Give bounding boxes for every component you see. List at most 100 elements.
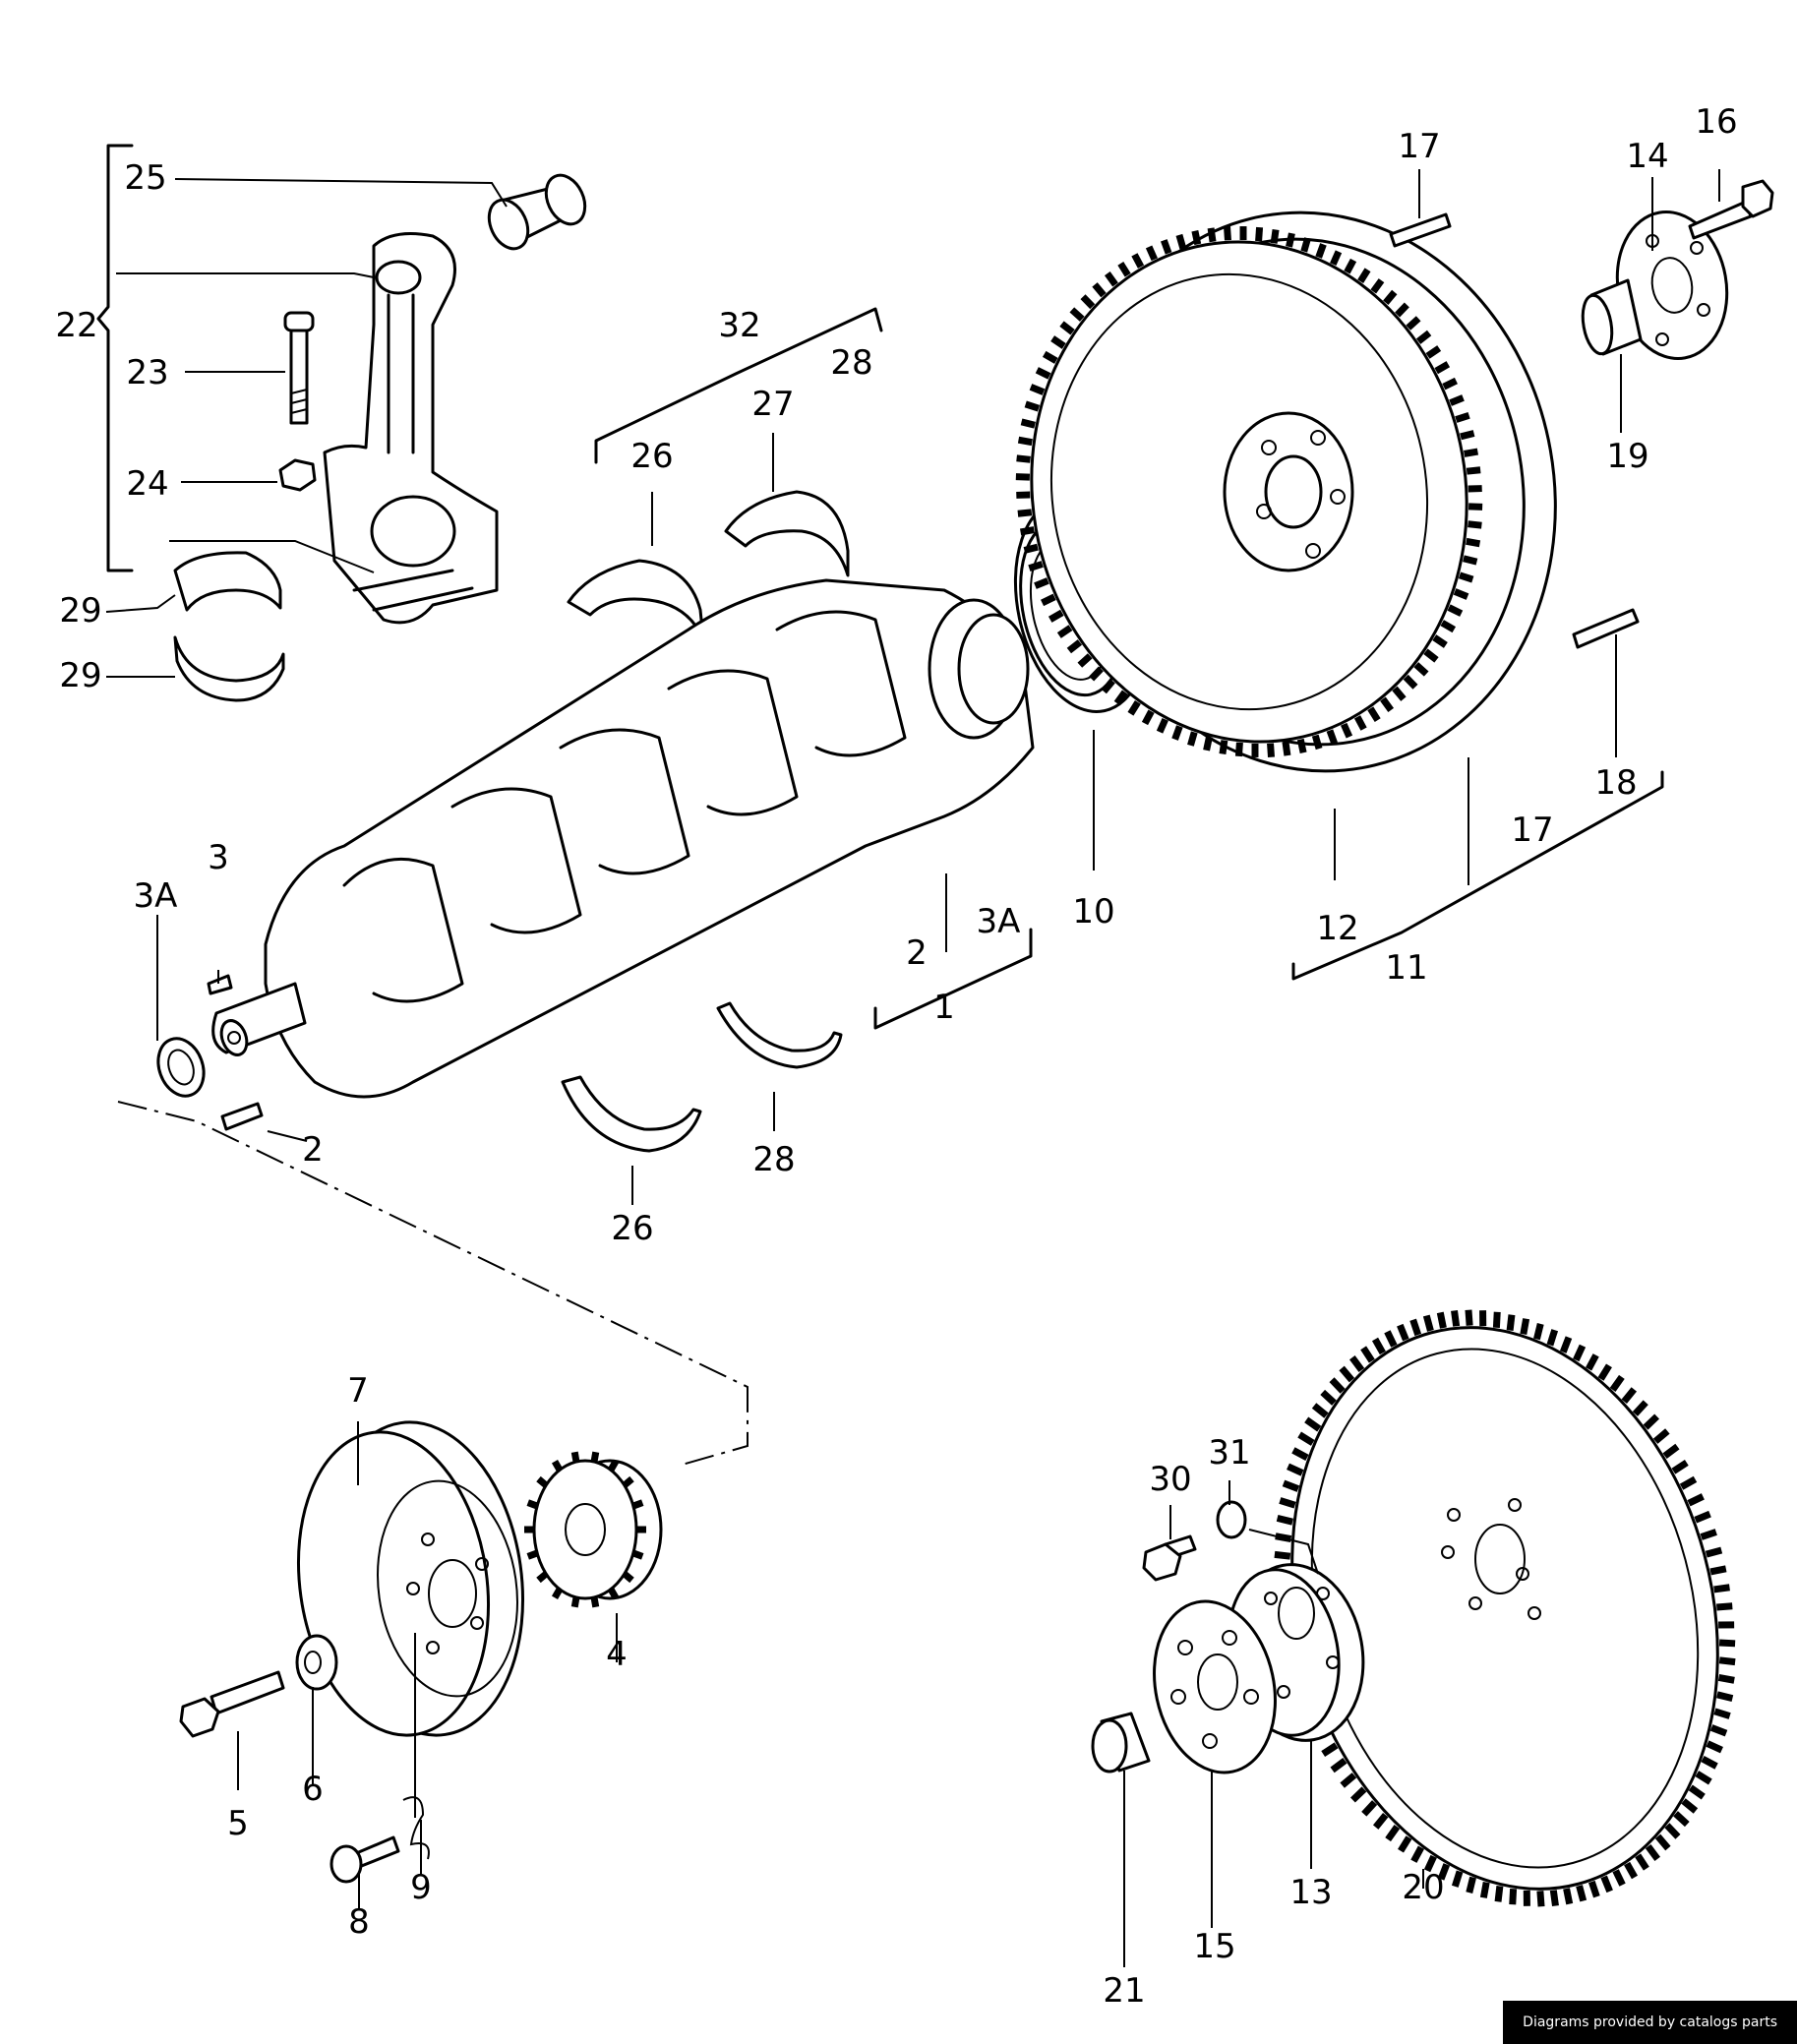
gear-tooth [1413, 662, 1429, 677]
gear-tooth [1687, 1493, 1705, 1507]
gear-tooth [1713, 1584, 1730, 1593]
callout-7: 7 [347, 1371, 369, 1411]
gear-tooth [1372, 1812, 1389, 1830]
gear-tooth [1460, 430, 1475, 441]
gear-tooth [1533, 1323, 1544, 1341]
gear-tooth [1279, 1497, 1296, 1509]
gear-tooth [622, 1571, 634, 1584]
conrod-bush-25 [487, 173, 587, 251]
gear-tooth [1586, 1353, 1599, 1371]
gear-tooth [1330, 1758, 1348, 1773]
bearing-shell-28-lower [716, 1001, 843, 1069]
gear-tooth [1311, 734, 1323, 751]
bearing-shell-26-upper [567, 559, 705, 641]
gear-tooth [1019, 526, 1035, 536]
gear-tooth [1464, 448, 1479, 457]
gear-tooth [1385, 1825, 1401, 1842]
gear-tooth [1451, 1870, 1464, 1888]
gear-tooth [1395, 302, 1409, 318]
gear-tooth [1465, 1309, 1473, 1326]
gear-tooth [1361, 1800, 1378, 1817]
gear-tooth [1709, 1724, 1728, 1737]
gear-tooth [1509, 1889, 1518, 1905]
gear-tooth [1367, 706, 1381, 722]
gear-tooth [1673, 1811, 1690, 1828]
gear-tooth [1219, 740, 1228, 754]
pulley-bolt-5 [179, 1670, 285, 1738]
gear-tooth [1716, 1602, 1733, 1611]
gear-tooth [1587, 1880, 1600, 1898]
gear-tooth [1092, 282, 1107, 298]
gear-tooth [1339, 1365, 1355, 1383]
callout-32: 32 [718, 306, 760, 345]
gear-tooth [1700, 1529, 1717, 1540]
callout-19: 19 [1606, 437, 1648, 476]
gear-tooth [1171, 725, 1183, 741]
needle-bearing-19 [1581, 278, 1643, 356]
needle-bearing-21 [1091, 1712, 1151, 1773]
gear-tooth [1291, 1447, 1309, 1462]
gear-tooth [1080, 294, 1096, 310]
gear-tooth [631, 1549, 644, 1560]
gear-tooth [1348, 1355, 1365, 1373]
callout-23: 23 [126, 353, 168, 392]
gear-tooth [1397, 1323, 1409, 1342]
flywheel-11 [1030, 210, 1557, 773]
gear-tooth [1300, 237, 1311, 253]
spacer-plate-15 [1153, 1599, 1277, 1774]
gear-tooth [1340, 722, 1353, 739]
gear-tooth [1056, 625, 1073, 638]
bolt-30 [1142, 1534, 1197, 1582]
gear-tooth [1370, 278, 1385, 294]
callout-13: 13 [1289, 1873, 1332, 1912]
gear-tooth [1270, 229, 1280, 244]
gear-tooth [1423, 1854, 1437, 1873]
gear-tooth [1447, 604, 1464, 617]
gear-tooth [1024, 400, 1041, 412]
gear-tooth [1042, 350, 1058, 364]
gear-tooth [1282, 741, 1291, 756]
gear-tooth [1349, 1786, 1367, 1803]
gear-tooth [1321, 1742, 1339, 1757]
gear-tooth [1117, 262, 1131, 277]
gear-tooth [1357, 268, 1371, 283]
gear-tooth [1436, 1311, 1447, 1329]
callout-3a: 3A [134, 876, 178, 916]
gear-tooth [1645, 1843, 1661, 1861]
gear-tooth [1713, 1708, 1731, 1719]
callout-29: 29 [59, 656, 101, 695]
callout-27: 27 [751, 385, 794, 424]
conrod-nut-24 [278, 458, 317, 492]
gear-tooth [1559, 1336, 1573, 1353]
gear-tooth [1717, 1673, 1735, 1684]
gear-tooth [570, 1451, 580, 1463]
gear-tooth [1398, 1835, 1412, 1853]
gear-tooth [1709, 1565, 1727, 1576]
gear-tooth [1329, 1377, 1346, 1394]
gear-tooth [1029, 384, 1046, 395]
gear-tooth [607, 1587, 620, 1600]
callout-21: 21 [1103, 1971, 1145, 2011]
gear-tooth [1410, 1845, 1424, 1863]
callout-5: 5 [227, 1804, 249, 1843]
gear-tooth [1422, 1314, 1434, 1332]
gear-tooth [1050, 335, 1066, 349]
gear-tooth [1432, 634, 1448, 648]
gear-tooth [1468, 520, 1482, 529]
diagram-credit: Diagrams provided by catalogs parts [1503, 2001, 1797, 2044]
callout-4: 4 [606, 1635, 628, 1674]
gear-tooth [1718, 1656, 1736, 1666]
gear-tooth [1632, 1400, 1648, 1416]
gear-tooth [1635, 1853, 1649, 1871]
gear-tooth [1718, 1639, 1736, 1648]
gear-tooth [1563, 1888, 1574, 1905]
gear-tooth [1458, 571, 1474, 583]
gear-tooth [1282, 1479, 1300, 1492]
gear-tooth [1662, 1443, 1680, 1459]
callout-22: 22 [55, 306, 97, 345]
gear-tooth [1145, 245, 1159, 262]
bearing-shell-26-lower [561, 1075, 702, 1153]
gear-tooth [1453, 588, 1469, 600]
callout-12: 12 [1316, 909, 1358, 948]
gear-tooth [1101, 678, 1115, 694]
